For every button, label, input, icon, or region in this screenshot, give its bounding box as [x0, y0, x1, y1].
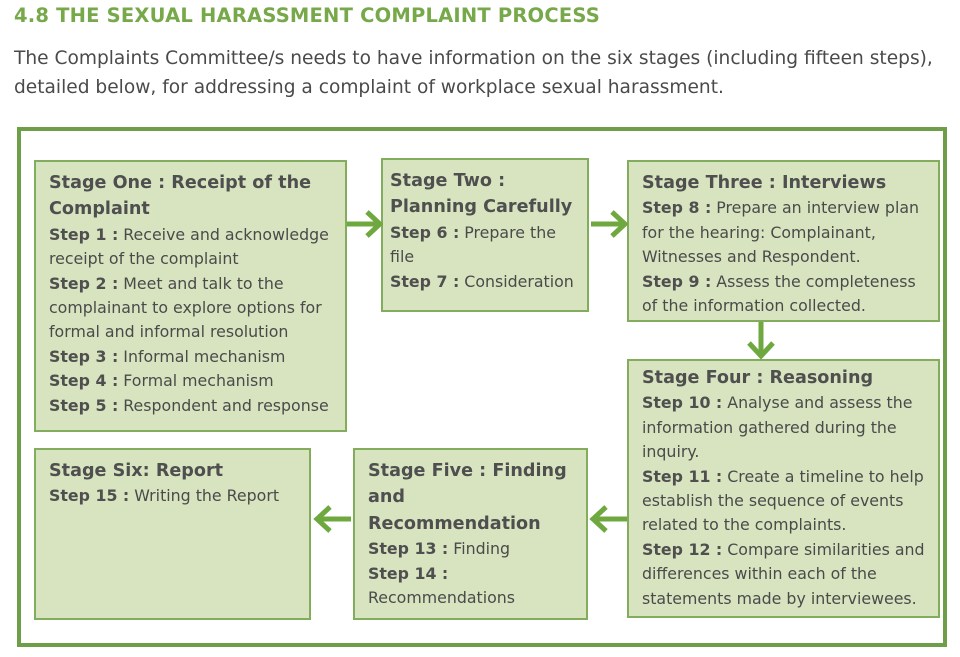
- step-label: Step 12 :: [642, 539, 723, 559]
- step-label: Step 11 :: [642, 466, 723, 486]
- step-label: Step 9 :: [642, 271, 712, 291]
- step-label: Step 8 :: [642, 198, 712, 218]
- step-label: Step 15 :: [49, 486, 130, 506]
- stage-title: Stage One : Receipt of the Complaint: [49, 173, 312, 220]
- step-text: Prepare the file: [390, 222, 556, 267]
- step-item: Step 4 : Formal mechanism: [49, 369, 335, 393]
- step-text: Finding: [448, 539, 511, 559]
- stage-title: Stage Six: Report: [49, 461, 224, 481]
- step-item: Step 11 : Create a timeline to help esta…: [642, 465, 928, 538]
- step-label: Step 5 :: [49, 395, 119, 415]
- step-item: Step 1 : Receive and acknowledge receipt…: [49, 223, 335, 272]
- arrow-right-icon: [347, 210, 383, 238]
- step-item: Step 10 : Analyse and assess the informa…: [642, 391, 928, 464]
- step-text: Consideration: [459, 271, 574, 291]
- step-item: Step 2 : Meet and talk to the complainan…: [49, 272, 335, 345]
- step-text: Prepare an interview plan for the hearin…: [642, 198, 920, 267]
- step-text: Meet and talk to the complainant to expl…: [49, 273, 322, 342]
- step-item: Step 14 : Recommendations: [368, 562, 576, 611]
- step-label: Step 7 :: [390, 271, 460, 291]
- step-item: Step 15 : Writing the Report: [49, 484, 299, 508]
- step-label: Step 3 :: [49, 346, 119, 366]
- step-item: Step 12 : Compare similarities and diffe…: [642, 538, 928, 611]
- step-text: Analyse and assess the information gathe…: [642, 393, 913, 462]
- page-heading: 4.8 THE SEXUAL HARASSMENT COMPLAINT PROC…: [14, 4, 600, 27]
- arrow-left-icon: [313, 505, 351, 533]
- arrow-down-icon: [747, 322, 775, 360]
- step-label: Step 13 :: [368, 539, 449, 559]
- step-text: Recommendations: [368, 588, 516, 608]
- step-text: Receive and acknowledge receipt of the c…: [49, 224, 329, 269]
- intro-paragraph: The Complaints Committee/s needs to have…: [14, 48, 933, 98]
- arrow-left-icon: [589, 505, 627, 533]
- step-item: Step 7 : Consideration: [390, 270, 577, 294]
- step-item: Step 8 : Prepare an interview plan for t…: [642, 196, 928, 269]
- step-item: Step 9 : Assess the completeness of the …: [642, 270, 928, 319]
- step-label: Step 10 :: [642, 393, 723, 413]
- stage-title: Stage Three : Interviews: [642, 173, 887, 193]
- stage-title: Stage Two : Planning Carefully: [390, 171, 573, 218]
- stage-title: Stage Five : Finding and Recommendation: [368, 461, 567, 534]
- stage-title: Stage Four : Reasoning: [642, 368, 874, 388]
- step-item: Step 6 : Prepare the file: [390, 221, 577, 270]
- process-diagram-frame: [17, 127, 947, 647]
- step-label: Step 2 :: [49, 273, 119, 293]
- step-label: Step 1 :: [49, 224, 119, 244]
- step-item: Step 5 : Respondent and response: [49, 394, 335, 418]
- step-text: Compare similarities and differences wit…: [642, 539, 925, 608]
- step-text: Assess the completeness of the informati…: [642, 271, 916, 316]
- step-item: Step 13 : Finding: [368, 537, 576, 561]
- step-text: Informal mechanism: [118, 346, 286, 366]
- step-item: Step 3 : Informal mechanism: [49, 345, 335, 369]
- step-label: Step 14 :: [368, 563, 449, 583]
- step-text: Respondent and response: [118, 395, 329, 415]
- step-label: Step 4 :: [49, 371, 119, 391]
- arrow-right-icon: [591, 210, 629, 238]
- step-text: Create a timeline to help establish the …: [642, 466, 924, 535]
- step-text: Formal mechanism: [118, 371, 274, 391]
- step-label: Step 6 :: [390, 222, 460, 242]
- step-text: Writing the Report: [129, 486, 280, 506]
